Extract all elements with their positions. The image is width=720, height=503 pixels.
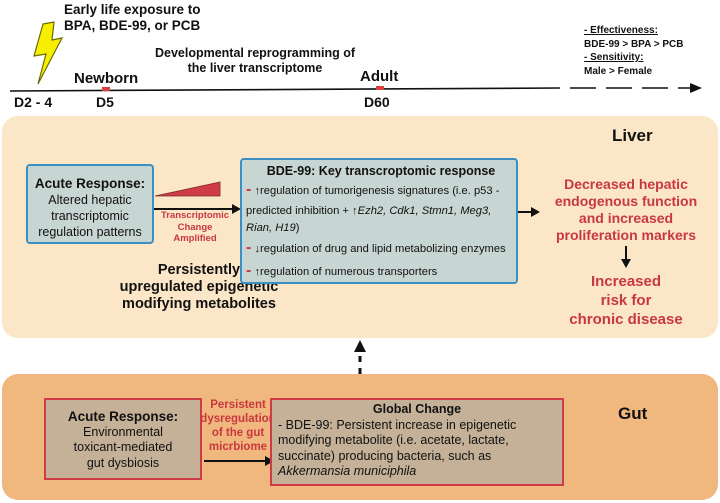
bullet-metabolizing: - ↓regulation of drug and lipid metaboli… — [246, 238, 506, 256]
effect-legend: - Effectiveness: BDE-99 > BPA > PCB - Se… — [584, 25, 684, 77]
exposure-label: Early life exposure to BPA, BDE-99, or P… — [64, 2, 201, 33]
bullet-transporters: - ↑regulation of numerous transporters — [246, 262, 438, 279]
amplification-wedge — [154, 181, 221, 197]
global-change-title: Global Change — [372, 402, 462, 416]
reprogramming-label: Developmental reprogramming of the liver… — [154, 46, 356, 75]
newborn-label: Newborn — [74, 70, 139, 87]
lightning-icon — [33, 21, 64, 85]
adult-label: Adult — [360, 68, 399, 85]
global-change-box: Global Change - BDE-99: Persistent incre… — [270, 398, 564, 486]
amplified-label: Transcriptomic Change Amplified — [160, 210, 230, 244]
key-response-list: - ↑regulation of tumorigenesis signature… — [246, 179, 516, 284]
liver-title: Liver — [612, 126, 653, 145]
gut-acute-response-box: Acute Response: Environmental toxicant-m… — [44, 398, 202, 480]
key-response-box: BDE-99: Key transcroptomic response - ↑r… — [240, 158, 518, 284]
gut-title: Gut — [618, 404, 648, 423]
newborn-day: D5 — [96, 94, 114, 110]
key-response-title: BDE-99: Key transcroptomic response — [266, 164, 496, 178]
newborn-marker — [102, 87, 110, 91]
window-label: D2 - 4 — [14, 94, 53, 110]
gut-persistent-label: Persistent dysregulation of the gut micr… — [200, 399, 276, 453]
persistent-metabolites-label: Persistently upregulated epigenetic modi… — [119, 262, 279, 312]
bullet-tumorigenesis-cont2: Rian, H19) — [246, 221, 300, 234]
adult-marker — [376, 86, 384, 90]
disease-risk-label: Increased risk for chronic disease — [569, 273, 683, 328]
timeline-arrowhead — [690, 83, 702, 93]
timeline-line — [9, 87, 561, 92]
bullet-tumorigenesis-cont: predicted inhibition + ↑Ezh2, Cdk1, Stmn… — [246, 204, 492, 217]
liver-acute-response-box: Acute Response: Altered hepatic transcri… — [26, 164, 154, 244]
bullet-tumorigenesis: - ↑regulation of tumorigenesis signature… — [246, 181, 500, 198]
adult-day: D60 — [364, 94, 390, 110]
hepatic-outcome-label: Decreased hepatic endogenous function an… — [554, 176, 698, 243]
